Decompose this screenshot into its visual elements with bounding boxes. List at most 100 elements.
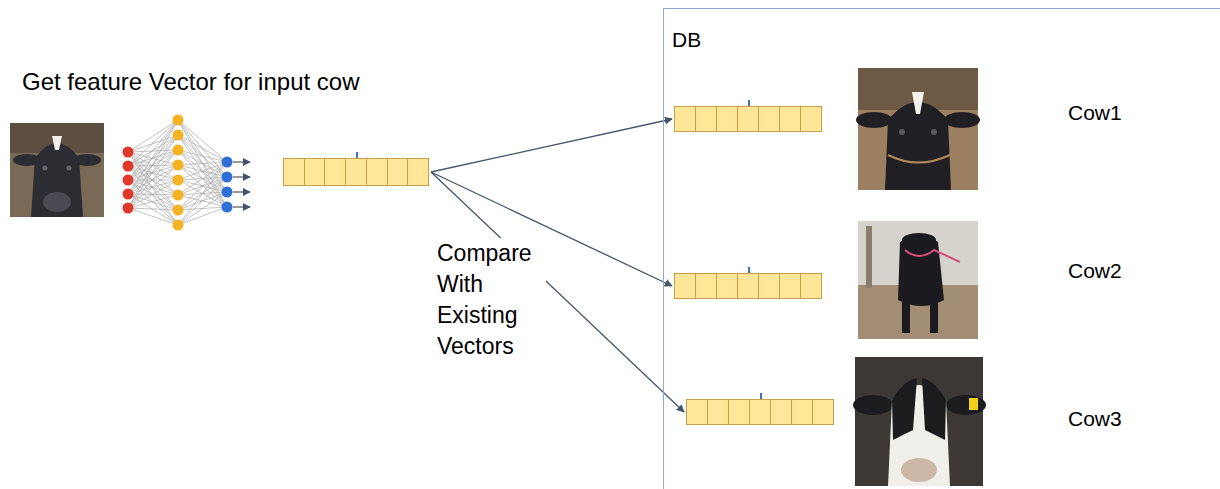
neuron bbox=[173, 130, 184, 141]
neuron bbox=[222, 172, 233, 183]
cow-head bbox=[31, 143, 83, 217]
nn-link bbox=[128, 135, 178, 208]
nn-link bbox=[128, 120, 178, 152]
vector-cell bbox=[716, 273, 738, 299]
nn-link bbox=[128, 165, 178, 194]
vector-cell bbox=[728, 399, 750, 425]
nn-link bbox=[128, 208, 178, 225]
nn-output bbox=[233, 207, 250, 208]
nn-link bbox=[128, 120, 178, 208]
vector-cell bbox=[707, 399, 729, 425]
nn-link bbox=[128, 150, 178, 180]
nn-link bbox=[178, 192, 227, 225]
neuron bbox=[173, 115, 184, 126]
nn-link bbox=[128, 194, 178, 225]
nn-link bbox=[128, 195, 178, 208]
nn-link bbox=[128, 152, 178, 225]
neuron bbox=[123, 175, 134, 186]
cow-patch bbox=[922, 378, 946, 440]
cow-ear bbox=[856, 112, 892, 128]
vector-tick bbox=[748, 100, 750, 106]
neuron bbox=[222, 157, 233, 168]
cow-patch bbox=[892, 378, 917, 440]
feature-vector bbox=[283, 158, 429, 186]
cow-ear bbox=[946, 395, 986, 415]
cow-muzzle bbox=[43, 192, 71, 212]
vector-cell bbox=[770, 399, 792, 425]
nn-link bbox=[178, 162, 227, 210]
nn-link bbox=[128, 165, 178, 180]
photo-wall bbox=[10, 123, 104, 153]
nn-link bbox=[178, 120, 227, 192]
nn-link bbox=[128, 150, 178, 208]
vector-cell bbox=[758, 273, 780, 299]
vector-cell bbox=[686, 399, 708, 425]
rope bbox=[888, 155, 950, 163]
connector-arrow bbox=[431, 172, 684, 412]
cow-blaze bbox=[52, 136, 62, 150]
cow-name: Cow1 bbox=[1068, 100, 1122, 125]
vector-cell bbox=[283, 158, 305, 186]
cow-blaze bbox=[912, 92, 924, 114]
database-box: DB bbox=[663, 8, 1220, 489]
photo-ground bbox=[858, 68, 978, 190]
neuron bbox=[173, 160, 184, 171]
cow-eye bbox=[43, 166, 48, 171]
neuron bbox=[222, 202, 233, 213]
vector-tick bbox=[760, 393, 762, 399]
photo-ground bbox=[855, 357, 983, 486]
feature-vector bbox=[674, 273, 822, 299]
nn-link bbox=[128, 180, 178, 208]
photo-sky bbox=[858, 221, 978, 339]
vector-cell bbox=[407, 158, 429, 186]
vector-cell bbox=[800, 106, 822, 132]
nn-link bbox=[128, 120, 178, 194]
neuron bbox=[123, 161, 134, 172]
neuron bbox=[123, 147, 134, 158]
nn-link bbox=[178, 150, 227, 207]
nn-link bbox=[128, 166, 178, 195]
annotation-label: Compare With Existing Vectors bbox=[434, 238, 546, 362]
nn-link bbox=[178, 135, 227, 192]
neuron bbox=[123, 189, 134, 200]
connector-arrow bbox=[431, 119, 672, 172]
photo-ground bbox=[10, 123, 104, 217]
rope bbox=[905, 250, 960, 262]
nn-link bbox=[178, 207, 227, 225]
vector-cell bbox=[324, 158, 346, 186]
vector-cell bbox=[387, 158, 409, 186]
neuron bbox=[173, 205, 184, 216]
nn-link bbox=[128, 194, 178, 210]
feature-vector bbox=[674, 106, 822, 132]
vector-cell bbox=[758, 106, 780, 132]
neuron bbox=[173, 190, 184, 201]
cow1-photo bbox=[856, 68, 980, 190]
cow-ears bbox=[902, 233, 936, 247]
nn-link bbox=[128, 180, 178, 194]
nn-link bbox=[128, 208, 178, 210]
vector-cell bbox=[695, 106, 717, 132]
cow-name: Cow2 bbox=[1068, 258, 1122, 283]
vector-tick bbox=[356, 152, 358, 158]
vector-tick bbox=[748, 267, 750, 273]
vector-cell bbox=[674, 273, 696, 299]
vector-cell bbox=[779, 273, 801, 299]
nn-link bbox=[128, 166, 178, 210]
nn-link bbox=[128, 152, 178, 210]
nn-link bbox=[178, 120, 227, 177]
cow3-photo bbox=[853, 357, 986, 486]
node-title: DB bbox=[672, 27, 1218, 52]
neuron bbox=[222, 187, 233, 198]
cow-ear bbox=[853, 395, 893, 415]
vector-cell bbox=[366, 158, 388, 186]
cow-head bbox=[885, 102, 951, 190]
nn-link bbox=[178, 177, 227, 225]
ear-tag bbox=[969, 398, 978, 410]
vector-cell bbox=[779, 106, 801, 132]
nn-link bbox=[128, 165, 178, 208]
neural-network bbox=[123, 115, 251, 231]
post bbox=[866, 226, 872, 288]
neuron bbox=[173, 175, 184, 186]
nn-link bbox=[178, 162, 227, 225]
